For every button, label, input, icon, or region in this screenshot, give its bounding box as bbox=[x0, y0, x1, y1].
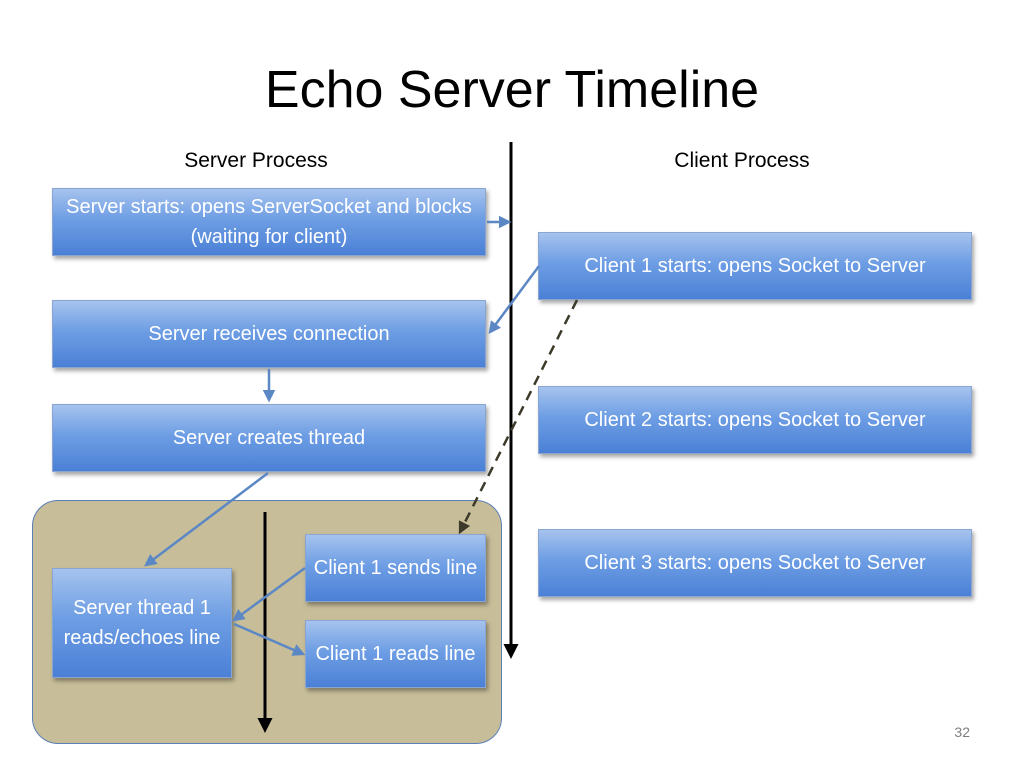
thread-spawn-arrow bbox=[144, 472, 269, 567]
client1-send-arrow bbox=[231, 566, 306, 622]
client1-reads-box: Client 1 reads line bbox=[305, 620, 486, 688]
client2-starts-label: Client 2 starts: opens Socket to Server bbox=[584, 409, 926, 431]
client2-starts-box: Client 2 starts: opens Socket to Server bbox=[538, 386, 972, 454]
client3-starts-label: Client 3 starts: opens Socket to Server bbox=[584, 552, 926, 574]
server-process-header: Server Process bbox=[184, 149, 328, 172]
slide-title: Echo Server Timeline bbox=[264, 61, 760, 119]
server-creates-thread-box: Server creates thread bbox=[52, 404, 486, 472]
server-creates-thread-label: Server creates thread bbox=[172, 427, 366, 449]
client1-connect-arrow bbox=[488, 265, 541, 335]
server-receives-box: Server receives connection bbox=[52, 300, 486, 368]
server-thread-echo-label: Server thread 1 reads/echoes line bbox=[63, 597, 221, 649]
client1-sends-box: Client 1 sends line bbox=[305, 534, 486, 602]
client1-starts-box: Client 1 starts: opens Socket to Server bbox=[538, 232, 972, 300]
echo-reply-arrow bbox=[233, 622, 306, 656]
server-receives-label: Server receives connection bbox=[148, 323, 390, 345]
client1-starts-label: Client 1 starts: opens Socket to Server bbox=[584, 255, 926, 277]
client-process-header: Client Process bbox=[674, 149, 810, 172]
page-number: 32 bbox=[954, 724, 970, 740]
server-starts-label: Server starts: opens ServerSocket and bl… bbox=[66, 196, 472, 248]
client3-starts-box: Client 3 starts: opens Socket to Server bbox=[538, 529, 972, 597]
client1-sends-label: Client 1 sends line bbox=[313, 557, 478, 579]
client1-dashed-arrow bbox=[458, 299, 579, 535]
client1-reads-label: Client 1 reads line bbox=[315, 643, 476, 665]
server-starts-box: Server starts: opens ServerSocket and bl… bbox=[52, 188, 486, 256]
server-thread-echo-box: Server thread 1 reads/echoes line bbox=[52, 568, 232, 678]
